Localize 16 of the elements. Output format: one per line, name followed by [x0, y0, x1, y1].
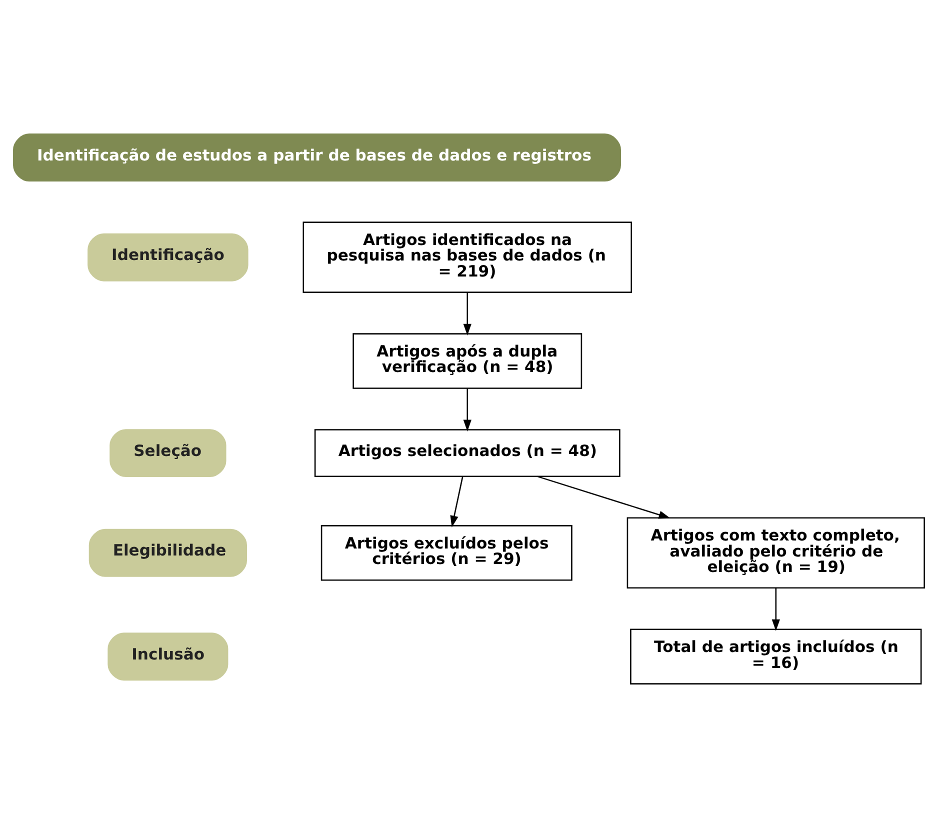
node-box: Artigos após a dupla verificação (n = 48) [352, 333, 582, 389]
node-box: Artigos excluídos pelos critérios (n = 29) [320, 525, 572, 581]
node-box: Total de artigos incluídos (n = 16) [630, 628, 922, 684]
node-box: Artigos com texto completo, avaliado pelo critério de eleição (n = 19) [626, 517, 925, 589]
node-box: Artigos selecionados (n = 48) [314, 429, 620, 478]
node-box: Identificação [88, 233, 248, 282]
node-box: Artigos identificados na pesquisa nas bases de dados (n = 219) [302, 222, 632, 293]
node-box: Seleção [110, 429, 226, 478]
arrow [537, 476, 670, 519]
node-box: Identificação de estudos a partir de bases de dados e registros [13, 134, 621, 182]
node-box: Inclusão [108, 632, 228, 681]
node-box: Elegibilidade [88, 528, 247, 577]
arrow [463, 388, 472, 432]
arrow [450, 476, 464, 528]
arrow [772, 588, 780, 632]
arrow [463, 292, 472, 336]
